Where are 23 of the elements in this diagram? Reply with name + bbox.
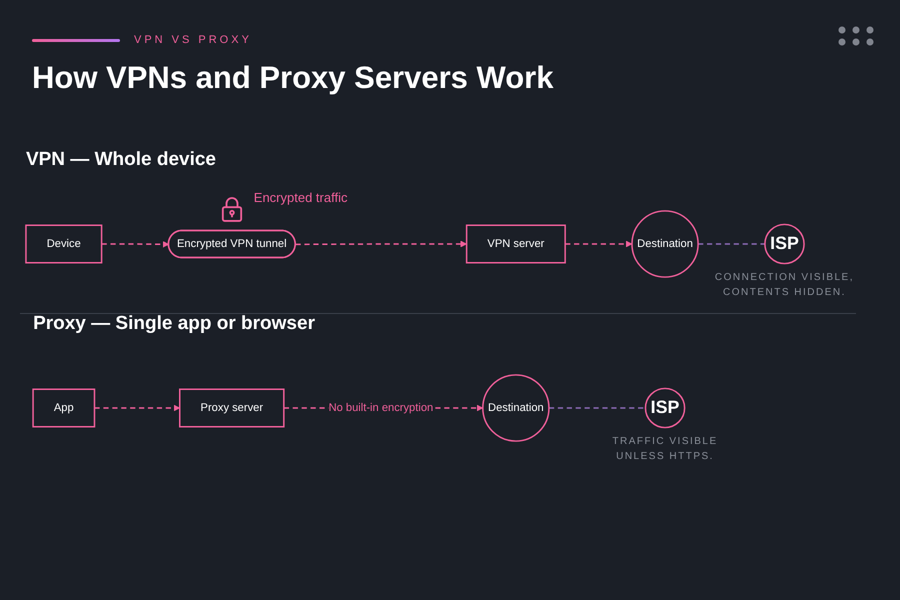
circle-node: Destination	[631, 210, 699, 278]
process-box: Device	[25, 224, 102, 264]
note-text: CONNECTION VISIBLE, CONTENTS HIDDEN.	[714, 270, 855, 300]
circle-node: Destination	[482, 374, 550, 442]
section-heading: VPN — Whole device	[26, 148, 216, 171]
arrow	[102, 241, 170, 248]
tunnel-node: Encrypted VPN tunnel	[168, 230, 296, 258]
dashed-connector	[698, 243, 765, 245]
process-box: Proxy server	[179, 388, 285, 428]
edge-label: No built-in encryption	[328, 400, 434, 416]
eyebrow-label: VPN VS PROXY	[134, 34, 252, 46]
arrow	[296, 240, 467, 248]
annotation-text: Encrypted traffic	[254, 190, 348, 206]
circle-node: ISP	[644, 388, 686, 428]
section-heading: Proxy — Single app or browser	[33, 312, 315, 335]
process-box: VPN server	[466, 224, 566, 264]
dashed-connector	[548, 407, 646, 409]
note-text: TRAFFIC VISIBLE UNLESS HTTPS.	[611, 434, 719, 464]
arrow	[94, 404, 180, 412]
circle-node: ISP	[764, 224, 805, 264]
process-box: App	[32, 388, 96, 428]
arrow	[565, 240, 632, 248]
title: How VPNs and Proxy Servers Work	[32, 60, 554, 96]
